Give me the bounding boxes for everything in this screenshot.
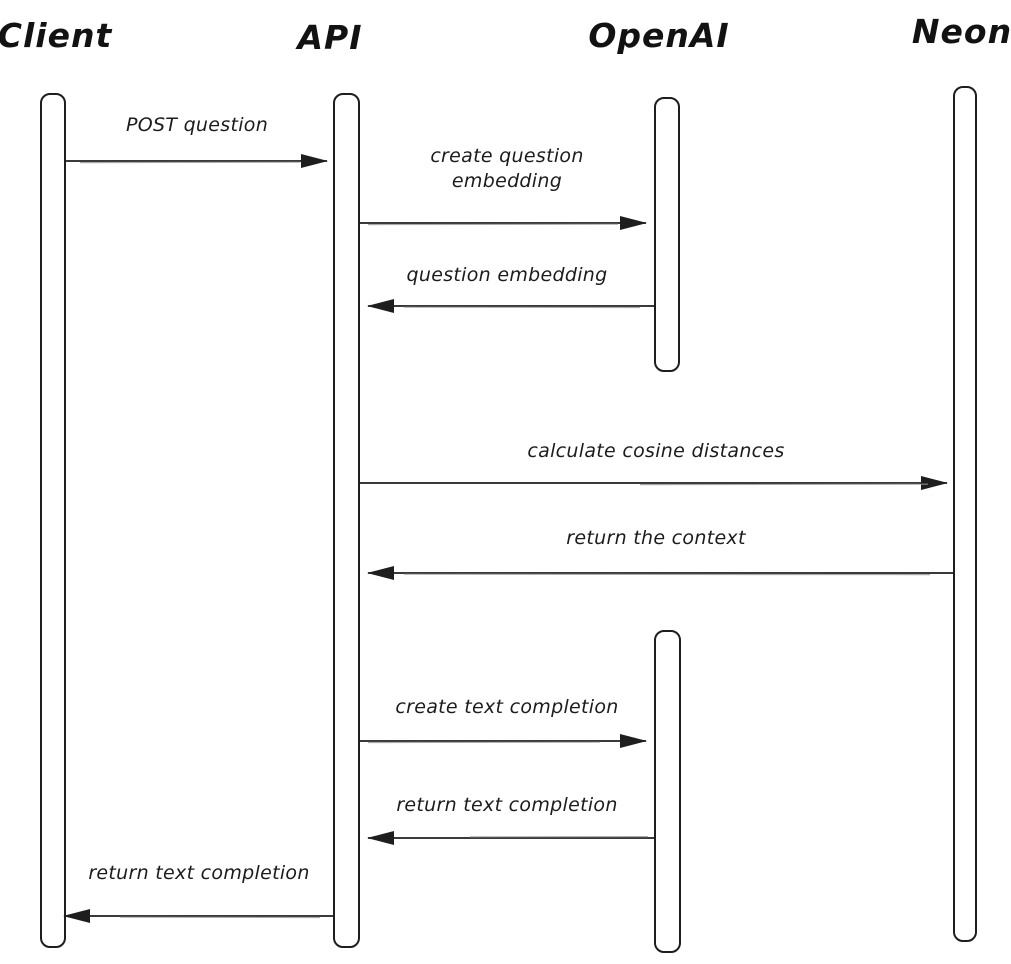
message-arrow-return-the-context [367, 566, 953, 580]
actor-title-client: Client [0, 16, 113, 55]
message-label-return-text-completion-client: return text completion [88, 862, 310, 884]
message-arrow-question-embedding [367, 299, 654, 313]
message-label-create-question-embedding: create question embedding [430, 145, 584, 192]
message-label-post-question: POST question [125, 114, 269, 136]
activation-bar-openai-1 [654, 97, 680, 372]
message-arrow-return-text-completion [367, 831, 654, 845]
message-arrow-post-question [66, 154, 328, 168]
message-label-return-text-completion: return text completion [396, 794, 618, 816]
actor-title-neon: Neon [911, 12, 1011, 51]
actor-title-api: API [297, 18, 363, 57]
actor-title-openai: OpenAI [588, 16, 730, 55]
activation-bar-openai-2 [654, 630, 681, 953]
lifeline-bar-api [333, 93, 360, 948]
lifeline-bar-neon [953, 86, 977, 942]
message-label-create-text-completion: create text completion [395, 696, 619, 718]
message-label-return-the-context: return the context [566, 527, 746, 549]
message-arrow-create-text-completion [360, 734, 647, 748]
message-arrow-create-question-embedding [360, 216, 647, 230]
message-arrow-calculate-cosine-distances [360, 476, 948, 490]
message-arrow-return-text-completion-client [63, 909, 333, 923]
lifeline-bar-client [40, 93, 66, 948]
message-label-question-embedding: question embedding [406, 264, 608, 286]
message-label-calculate-cosine-distances: calculate cosine distances [527, 440, 785, 462]
